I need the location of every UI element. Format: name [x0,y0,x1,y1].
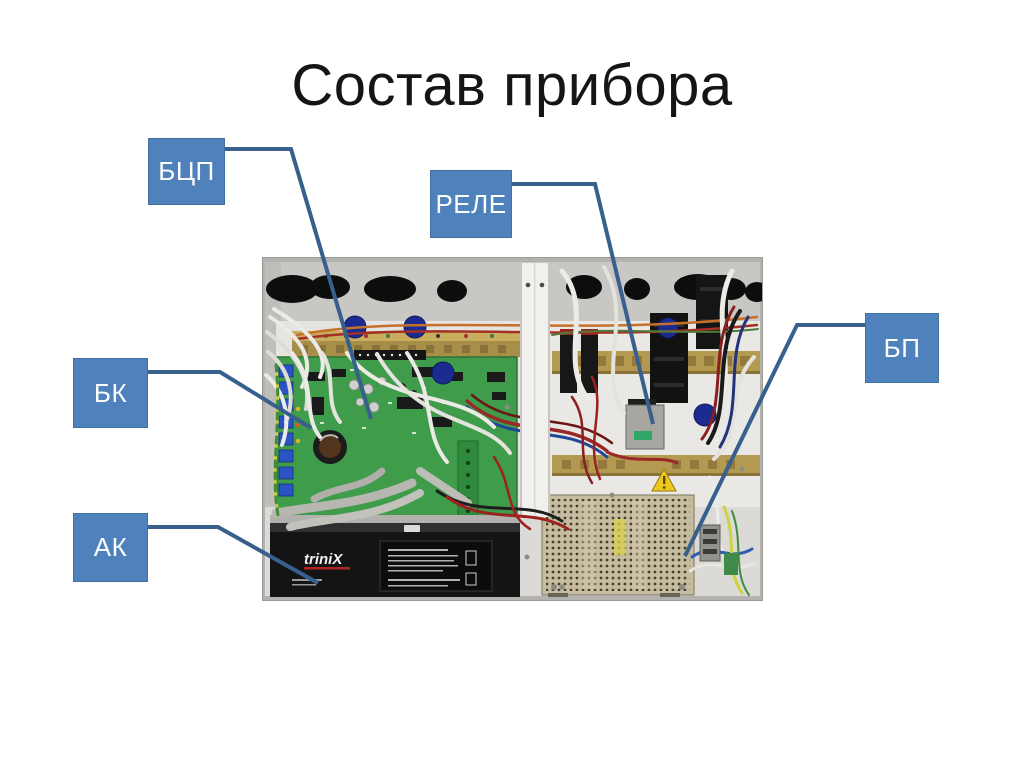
callout-rele-label: РЕЛЕ [435,188,507,219]
device-photo: triniX [262,257,763,601]
callout-bk: БК [73,358,148,428]
callout-bp-label: БП [883,332,921,363]
callout-bk-label: БК [93,377,128,408]
battery-brand-label: triniX [304,551,343,568]
callout-bcp: БЦП [148,138,225,205]
backup-battery: triniX [270,523,520,597]
callout-ak-label: АК [93,532,128,562]
callout-rele: РЕЛЕ [430,170,512,238]
callout-ak: АК [73,513,148,582]
callout-bcp-label: БЦП [158,156,215,186]
shelf-edge [270,515,520,523]
power-supply-unit [541,494,695,597]
callout-bp: БП [865,313,939,383]
warning-triangle [651,467,677,492]
divider-strip [520,263,550,517]
slide-title: Состав прибора [291,53,733,118]
